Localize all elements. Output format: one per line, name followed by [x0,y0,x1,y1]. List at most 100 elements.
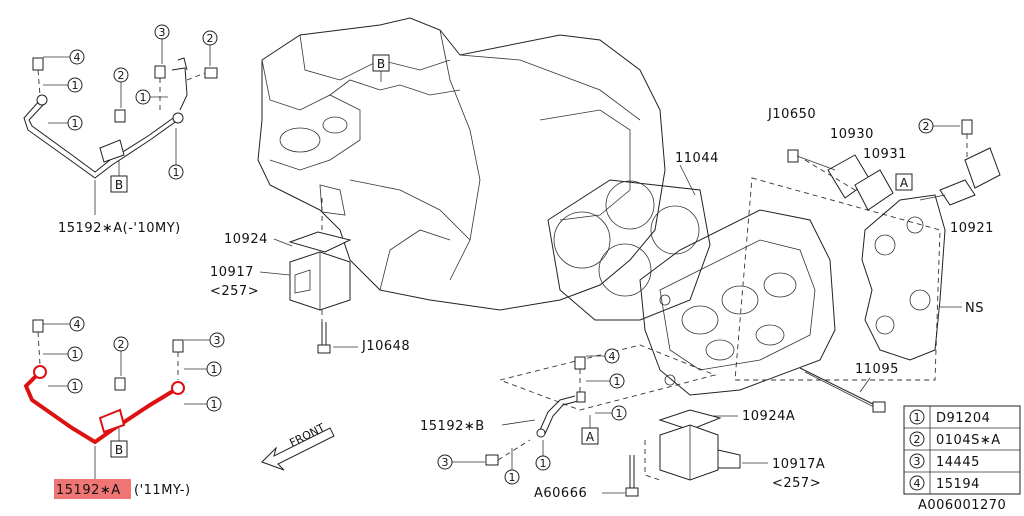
svg-text:3: 3 [159,26,166,39]
ns-label: NS [965,301,984,316]
bolt-j10648-label: J10648 [361,339,410,354]
pipe-old-label: 15192∗A(-'10MY) [58,221,181,236]
callout-1-bottom-center-b: 1 [595,405,627,421]
svg-text:1: 1 [173,166,180,179]
bolt-a60666 [625,455,639,497]
marker-a-cam: A [895,173,913,191]
head-gasket [547,164,711,321]
callout-1-top-left-b: 1 [48,115,83,131]
bolt-j10648 [317,322,331,354]
svg-text:FRONT: FRONT [287,421,327,450]
svg-text:('11MY-): ('11MY-) [134,483,191,498]
callout-1-bottom-center-a: 1 [586,373,625,389]
svg-text:A: A [586,430,595,444]
svg-text:D91204: D91204 [936,411,990,426]
callout-4-top-left: 4 [43,49,85,65]
legend-row: 3 14445 [909,453,980,470]
svg-text:1: 1 [211,398,218,411]
cam-housing [861,194,946,361]
svg-text:4: 4 [74,318,81,331]
svg-text:A: A [900,176,909,190]
ocv-10917-label: 10917 [210,265,254,280]
pipe-15192a-old [23,57,218,179]
callout-3-bottom-left: 3 [184,332,225,348]
pipe-new-label: 15192∗A ('11MY-) [54,446,191,499]
marker-b-new: B [110,428,128,458]
marker-b-old: B [110,160,128,193]
svg-text:2: 2 [118,69,125,82]
svg-text:4: 4 [609,350,616,363]
front-arrow: FRONT [261,421,335,471]
diagram-id: A006001270 [918,498,1006,512]
svg-text:1: 1 [616,407,623,420]
callout-1-bottom-center-d: 1 [535,440,551,471]
gasket-10924-label: 10924 [224,232,268,247]
svg-text:1: 1 [914,411,921,424]
part-10930-label: 10930 [830,127,874,142]
svg-text:1: 1 [140,91,147,104]
bolt-11095 [799,367,886,413]
svg-text:2: 2 [207,32,214,45]
callout-1-bottom-left-b: 1 [48,378,83,394]
legend-table: 1 D91204 2 0104S∗A 3 14445 4 15194 [903,405,1021,495]
marker-b-engine: B [372,54,390,82]
gasket-10924a-label: 10924A [742,409,795,424]
callout-1-bottom-left-a: 1 [43,346,83,362]
pipe-15192b [485,356,586,466]
callout-1-top-left-c: 1 [135,89,168,105]
part-11095-label: 11095 [855,362,899,377]
callout-3-top-left: 3 [154,24,170,64]
svg-text:14445: 14445 [936,455,980,470]
callout-2-top-left-b: 2 [202,30,218,66]
callout-1-bottom-left-c: 1 [184,361,222,377]
callout-1-bottom-left-d: 1 [184,396,222,412]
head-gasket-label: 11044 [675,151,719,166]
legend-row: 4 15194 [909,475,980,492]
callout-2-bottom-left: 2 [113,336,129,376]
ocv-10917a-sub-label: <257> [772,476,821,491]
ocv-10917-sub-label: <257> [210,284,259,299]
svg-text:4: 4 [74,51,81,64]
svg-text:1: 1 [509,471,516,484]
svg-text:2: 2 [914,433,921,446]
cover-10930 [804,154,894,211]
ocv-10917a-label: 10917A [772,457,825,472]
head-dashed-outline [734,177,941,381]
pipe-15192a-new [23,319,185,445]
ocv-right [644,409,741,481]
svg-text:3: 3 [914,455,921,468]
svg-text:2: 2 [118,338,125,351]
part-10921-label: 10921 [950,221,994,236]
svg-text:3: 3 [442,456,449,469]
callout-3-bottom-center: 3 [437,454,485,470]
svg-text:1: 1 [72,117,79,130]
callout-1-top-left-d: 1 [168,128,184,180]
callout-4-bottom-left: 4 [43,316,85,332]
bolt-a60666-label: A60666 [534,486,587,501]
svg-text:B: B [115,443,123,457]
legend-row: 1 D91204 [909,409,990,426]
svg-text:B: B [115,178,123,192]
cylinder-head [639,209,836,396]
svg-text:1: 1 [72,79,79,92]
pipe-15192b-label: 15192∗B [420,419,485,434]
bolt-j10650-label: J10650 [767,107,816,122]
svg-text:B: B [377,57,385,71]
svg-text:1: 1 [211,363,218,376]
svg-text:4: 4 [914,477,921,490]
svg-text:1: 1 [72,380,79,393]
svg-text:15192∗A: 15192∗A [56,483,121,498]
part-10931-label: 10931 [863,147,907,162]
marker-a-pipe: A [581,415,599,445]
callout-2-top-right: 2 [918,118,960,134]
legend-row: 2 0104S∗A [909,431,1001,448]
callout-4-bottom-center: 4 [586,348,620,364]
callout-2-top-left: 2 [113,67,129,108]
engine-block [257,17,666,311]
svg-text:0104S∗A: 0104S∗A [936,433,1001,448]
svg-text:1: 1 [72,348,79,361]
svg-text:15194: 15194 [936,477,980,492]
svg-text:2: 2 [923,120,930,133]
callout-1-top-left-a: 1 [43,77,83,93]
